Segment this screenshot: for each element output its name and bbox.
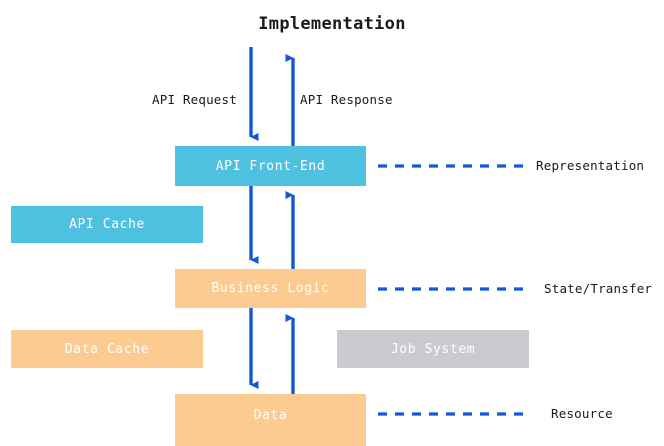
node-data[interactable]: Data [175,394,366,446]
edge-label-api-request: API Request [152,92,237,107]
node-label: Data [253,408,288,423]
side-label-state-transfer: State/Transfer [544,281,653,296]
node-data-cache[interactable]: Data Cache [11,330,203,368]
node-business-logic[interactable]: Business Logic [175,269,366,308]
node-label: Job System [390,341,476,357]
node-api-front-end[interactable]: API Front-End [175,146,366,186]
node-label: Business Logic [211,281,330,296]
node-label: Data Cache [64,341,150,357]
edge-label-api-response: API Response [300,92,393,107]
node-api-cache[interactable]: API Cache [11,206,203,243]
side-label-resource: Resource [551,406,613,421]
side-label-representation: Representation [536,158,645,173]
node-label: API Cache [69,217,145,232]
node-label: API Front-End [215,158,326,174]
page-title: Implementation [258,14,406,34]
node-job-system[interactable]: Job System [337,330,529,368]
